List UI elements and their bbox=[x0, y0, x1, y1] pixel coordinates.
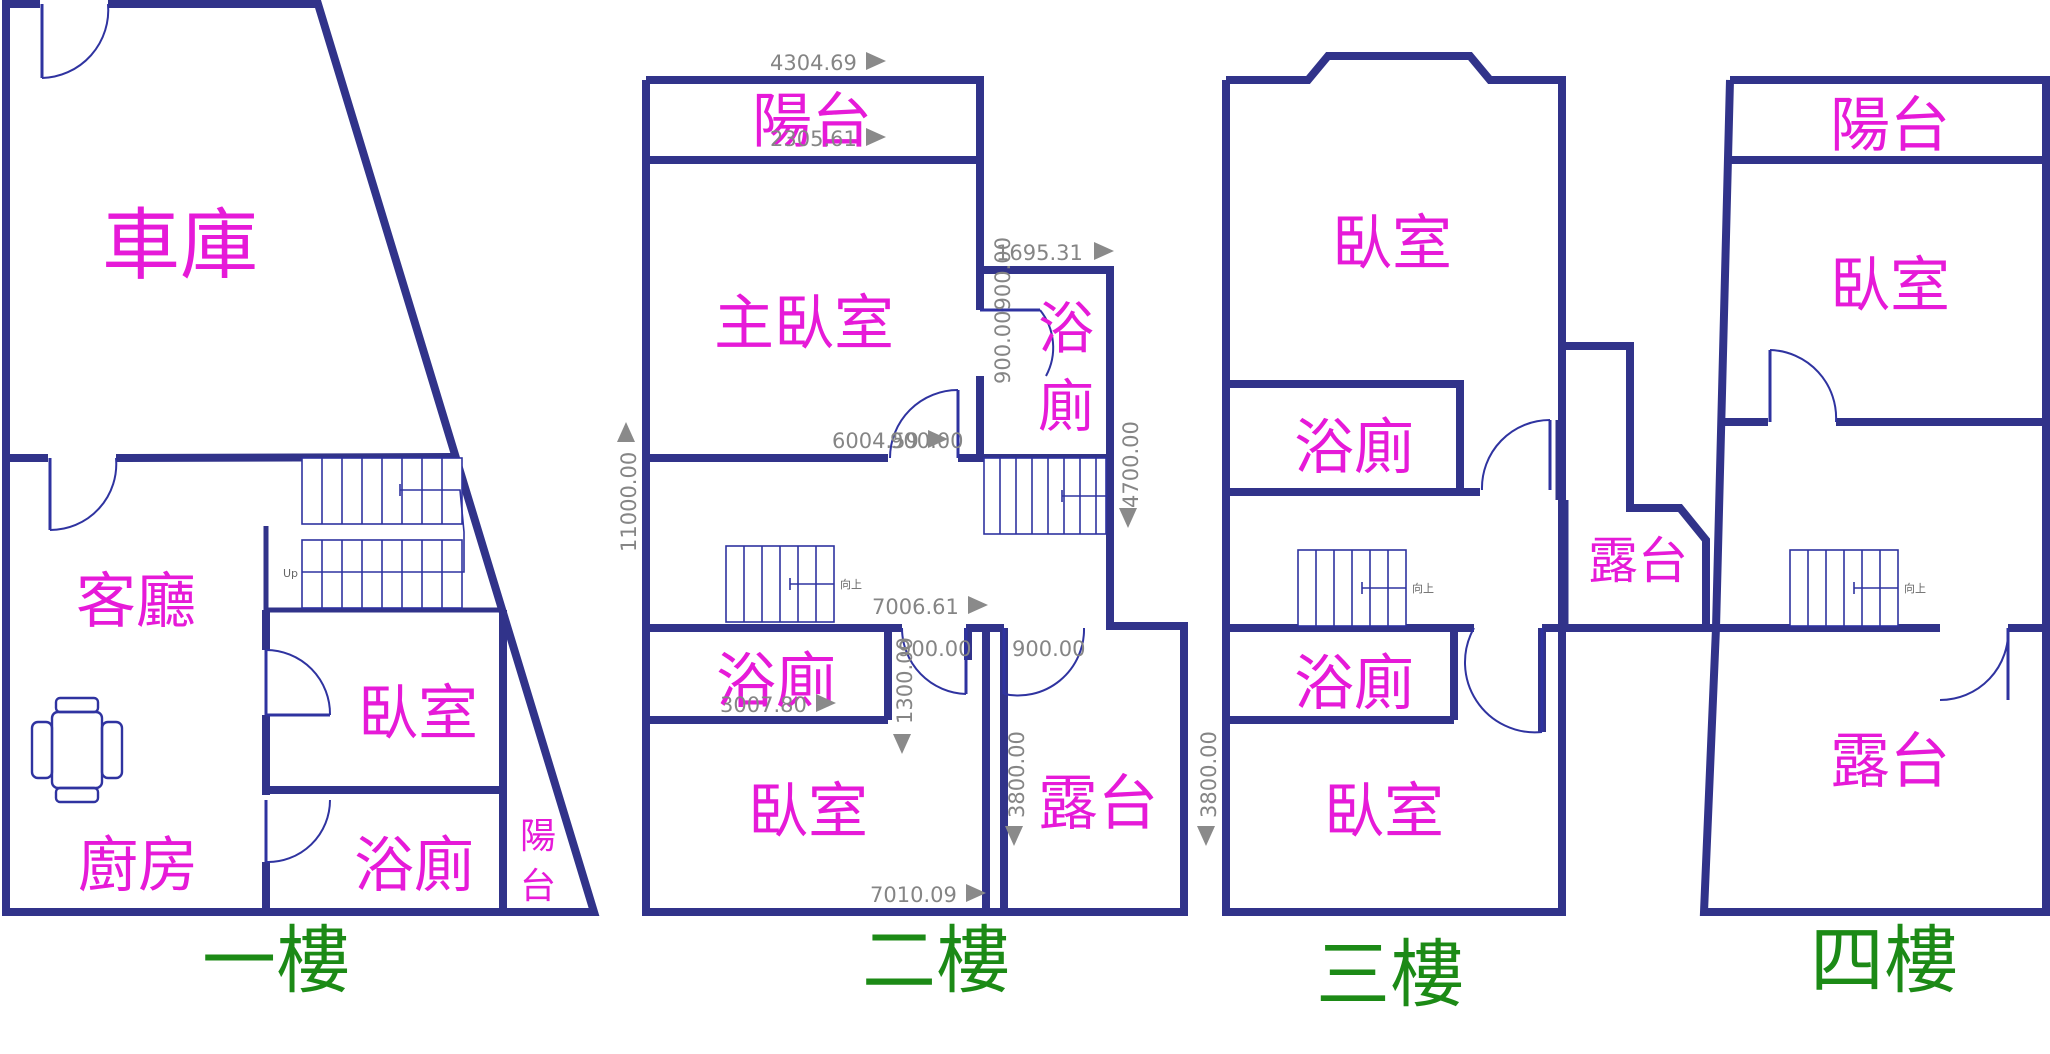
third-floor-bath-top-label: 浴廁 bbox=[1294, 413, 1414, 483]
third-floor-bath-bottom-label: 浴廁 bbox=[1294, 649, 1414, 719]
second-floor-bedroom-label: 臥室 bbox=[748, 777, 868, 847]
living-room-label: 客廳 bbox=[76, 567, 196, 637]
third-floor-bath-top bbox=[1226, 380, 1464, 490]
first-floor-bath-door bbox=[264, 799, 331, 864]
third-floor-title: 三樓 bbox=[1316, 932, 1464, 1018]
dim-bottom: 7010.09 bbox=[870, 883, 957, 907]
second-floor-plan: 向上 陽台 主臥室 浴 廁 浴廁 臥室 露台 4304.69 2305.61 1… bbox=[617, 51, 1221, 1004]
dim-terrace-right: 3800.00 bbox=[1197, 731, 1221, 818]
fourth-floor-balcony-label: 陽台 bbox=[1830, 91, 1950, 161]
dim-bath-depth: 1300.00 bbox=[893, 637, 917, 724]
fourth-floor-stair-note: 向上 bbox=[1904, 581, 1926, 595]
second-floor-stairs-upper bbox=[983, 457, 1108, 535]
fourth-floor-outer-wall bbox=[1699, 76, 2050, 916]
third-floor-bath-door bbox=[1480, 419, 1552, 491]
sofa-icon bbox=[30, 696, 124, 804]
third-floor-stair-note: 向上 bbox=[1412, 581, 1434, 595]
third-floor-terrace-label: 露台 bbox=[1588, 532, 1688, 590]
dim-bath-vertical: 900.00900.00 bbox=[991, 237, 1015, 384]
fourth-floor-terrace-label: 露台 bbox=[1830, 727, 1950, 797]
kitchen-label: 廚房 bbox=[78, 831, 198, 901]
dim-right-height: 4700.00 bbox=[1119, 421, 1143, 508]
second-floor-stairs-lower: 向上 bbox=[725, 545, 862, 623]
first-floor-stairs: Up bbox=[283, 457, 465, 609]
third-floor-plan: 向上 臥室 浴廁 露台 浴廁 臥室 三樓 bbox=[1222, 52, 1710, 1018]
first-floor-outer-wall bbox=[2, 0, 600, 916]
third-floor-bedroom-top-label: 臥室 bbox=[1332, 209, 1452, 279]
first-floor-bathroom-label: 浴廁 bbox=[354, 831, 474, 901]
fourth-floor-title: 四樓 bbox=[1810, 918, 1958, 1004]
fourth-floor-terrace-door bbox=[1939, 627, 2010, 702]
second-floor-bath-label-bottom: 廁 bbox=[1038, 375, 1094, 440]
second-floor-balcony-label: 陽台 bbox=[752, 87, 872, 157]
second-floor-terrace-label: 露台 bbox=[1038, 769, 1158, 839]
third-floor-stairs: 向上 bbox=[1297, 549, 1434, 627]
third-floor-bedroom-door bbox=[1464, 627, 1544, 734]
second-floor-bath-door bbox=[980, 308, 1055, 377]
dim-bath-width: 1695.31 bbox=[996, 241, 1083, 265]
fourth-floor-plan: 向上 陽台 臥室 露台 四樓 bbox=[1699, 76, 2050, 1004]
fourth-floor-bedroom-door bbox=[1768, 349, 1838, 423]
dim-door-right: 900.00 bbox=[1012, 637, 1085, 661]
second-floor-master-door bbox=[889, 389, 960, 459]
dim-left-height: 11000.00 bbox=[617, 452, 641, 552]
first-floor-bedroom-label: 臥室 bbox=[358, 679, 478, 749]
master-bedroom-label: 主臥室 bbox=[714, 289, 894, 359]
garage-label: 車庫 bbox=[102, 201, 258, 291]
third-floor-outer-wall bbox=[1222, 52, 1566, 916]
dim-bath-width-bottom: 3007.80 bbox=[720, 693, 807, 717]
first-floor-plan: Up 車庫 客廳 臥室 廚房 浴廁 陽 台 一樓 bbox=[2, 0, 600, 1004]
first-floor-entry-door bbox=[40, 3, 110, 79]
third-floor-bedroom-bottom-label: 臥室 bbox=[1324, 777, 1444, 847]
first-floor-garage-wall-2 bbox=[115, 453, 453, 462]
fourth-floor-stairs: 向上 bbox=[1789, 549, 1926, 627]
second-floor-terrace-door bbox=[1002, 627, 1086, 697]
second-floor-bath2-door bbox=[901, 627, 968, 695]
second-floor-stair-note: 向上 bbox=[840, 577, 862, 591]
first-floor-title: 一樓 bbox=[202, 918, 350, 1004]
second-floor-title: 二樓 bbox=[862, 918, 1010, 1004]
dim-door-left: 900.00 bbox=[898, 637, 971, 661]
second-floor-bath-label-top: 浴 bbox=[1038, 297, 1094, 362]
dim-terrace-left: 3800.00 bbox=[1005, 731, 1029, 818]
second-floor-dimensions: 4304.69 2305.61 1695.31 900.00900.00 600… bbox=[617, 51, 1221, 907]
dim-mid: 7006.61 bbox=[872, 595, 959, 619]
dim-top: 4304.69 bbox=[770, 51, 857, 75]
first-floor-balcony-label-top: 陽 bbox=[520, 816, 556, 857]
first-floor-bedroom-door bbox=[264, 649, 332, 717]
first-floor-balcony-label-bottom: 台 bbox=[520, 866, 556, 907]
dim-hall-right: 900.00 bbox=[890, 429, 963, 453]
first-floor-garage-door bbox=[48, 457, 118, 532]
dim-hall-left: 6004.59 bbox=[832, 429, 919, 453]
first-floor-stair-note: Up bbox=[283, 567, 298, 580]
fourth-floor-bedroom-label: 臥室 bbox=[1830, 251, 1950, 321]
third-floor-annex bbox=[1562, 342, 1710, 628]
second-floor-outer-wall bbox=[642, 76, 1188, 916]
dim-balcony: 2305.61 bbox=[770, 127, 857, 151]
